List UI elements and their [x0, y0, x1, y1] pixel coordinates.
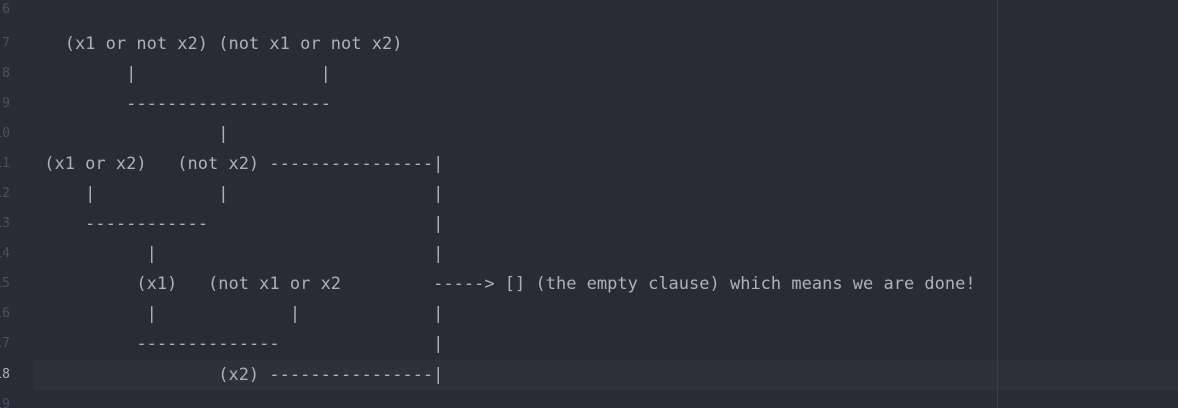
current-line-highlight [34, 360, 1178, 390]
code-line-current[interactable]: (x2) ----------------| [34, 365, 444, 385]
code-line[interactable]: -------------- | [34, 334, 444, 354]
code-line[interactable]: -------------------- [34, 94, 331, 114]
code-line[interactable]: | [34, 124, 229, 144]
line-number: 16 [0, 306, 10, 321]
line-number: 7 [2, 36, 10, 51]
line-number: 8 [2, 66, 10, 81]
code-line[interactable]: (x1 or not x2) (not x1 or not x2) [34, 34, 403, 54]
code-line[interactable]: (x1) (not x1 or x2 -----> [] (the empty … [34, 274, 976, 294]
line-number: 14 [0, 246, 10, 261]
line-number-gutter: 6 7 8 9 10 11 12 13 14 15 16 17 18 19 [0, 0, 14, 408]
line-number-active: 18 [0, 367, 10, 382]
code-line[interactable]: ------------ | [34, 214, 444, 234]
code-line[interactable]: | | [34, 244, 444, 264]
line-number: 13 [0, 216, 10, 231]
code-line[interactable]: | | | [34, 304, 444, 324]
line-number: 10 [0, 126, 10, 141]
code-line[interactable]: | | | [34, 184, 444, 204]
line-number: 9 [2, 96, 10, 111]
line-number: 15 [0, 276, 10, 291]
line-number: 12 [0, 186, 10, 201]
line-number: 11 [0, 156, 10, 171]
line-number: 19 [0, 397, 10, 408]
line-number: 17 [0, 336, 10, 351]
line-number: 6 [2, 2, 10, 17]
code-line[interactable]: (x1 or x2) (not x2) ----------------| [34, 154, 444, 174]
wrap-guide [997, 0, 998, 408]
code-line[interactable]: | | [34, 64, 331, 84]
